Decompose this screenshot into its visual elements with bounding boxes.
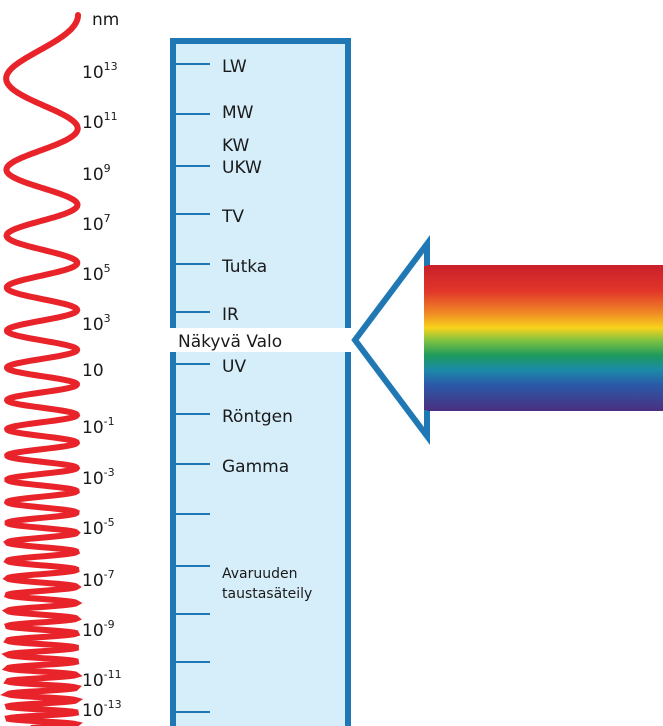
scale-label: 107 [82, 212, 111, 235]
scale-label: 103 [82, 312, 111, 335]
visible-spectrum-band [427, 265, 663, 411]
wavelength-wave [0, 12, 84, 726]
visible-light-label: Näkyvä Valo [178, 332, 282, 352]
band-label: TV [221, 207, 244, 227]
scale-label: 10-3 [82, 466, 115, 489]
band-label: Röntgen [222, 407, 293, 427]
band-label: taustasäteily [222, 586, 312, 602]
scale-label: 10-7 [82, 568, 115, 591]
scale-label: 1011 [82, 110, 118, 133]
scale-label: 10-11 [82, 668, 122, 691]
band-label: IR [222, 305, 239, 325]
band-label: Avaruuden [222, 566, 298, 582]
scale-label: 109 [82, 162, 111, 185]
scale-label: 10-9 [82, 618, 115, 641]
column-ticks [176, 63, 210, 713]
scale-label: 1013 [82, 60, 118, 83]
spectrum-column [170, 38, 351, 726]
band-label: LW [222, 57, 247, 77]
band-label: MW [222, 103, 254, 123]
scale-label: 10-13 [82, 698, 122, 721]
scale-label: 105 [82, 262, 111, 285]
band-label: Tutka [221, 257, 267, 277]
scale-label: 10 [82, 361, 104, 381]
band-label: UKW [222, 158, 262, 178]
scale-labels: 1013 1011 109 107 105 103 10 10-1 10-3 10-5 10-7 10… [82, 60, 122, 721]
band-label: KW [222, 136, 250, 156]
scale-label: 10-5 [82, 516, 115, 539]
band-label: UV [222, 357, 246, 377]
unit-label: nm [92, 10, 119, 30]
band-label: Gamma [222, 457, 289, 477]
arrow-mask [424, 266, 430, 410]
visible-light-gap [170, 328, 354, 352]
prism-arrow [351, 235, 430, 445]
scale-label: 10-1 [82, 415, 115, 438]
